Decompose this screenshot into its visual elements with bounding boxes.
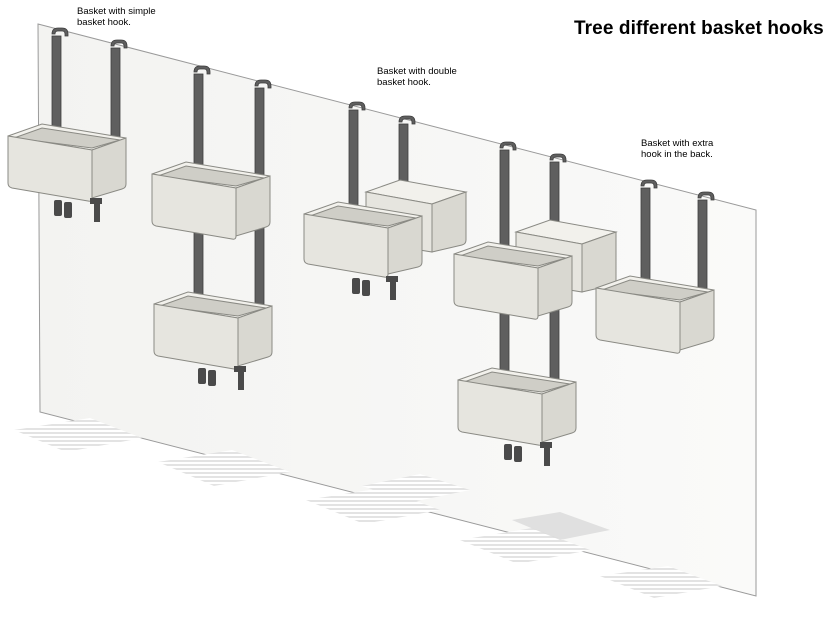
annotation-line: basket hook. xyxy=(377,77,431,88)
basket-lower xyxy=(153,291,273,370)
diagram-title: Tree different basket hooks xyxy=(574,18,824,39)
floor-shadow xyxy=(14,418,142,452)
floor-shadow xyxy=(512,512,610,540)
floor-shadow xyxy=(600,566,722,598)
hook-clip xyxy=(352,276,398,300)
annotation-extra-hook: Basket with extra hook in the back. xyxy=(641,138,771,160)
floor-shadows xyxy=(14,418,722,598)
basket-double-hook xyxy=(151,65,273,390)
hook-clip xyxy=(198,366,246,390)
annotation-double-hook: Basket with double basket hook. xyxy=(377,66,507,88)
basket xyxy=(7,123,127,202)
annotation-simple-hook: Basket with simple basket hook. xyxy=(77,6,207,28)
annotation-line: Basket with extra xyxy=(641,138,714,149)
annotation-line: Basket with simple xyxy=(77,6,156,17)
floor-shadow xyxy=(158,450,290,486)
hook-clip xyxy=(504,442,552,466)
basket-double-side xyxy=(303,101,468,300)
floor-shadow xyxy=(362,474,470,502)
basket-double-stack xyxy=(453,141,618,466)
basket-lower xyxy=(457,367,577,446)
basket-extra-hook xyxy=(595,179,715,354)
hook-clip xyxy=(54,198,102,222)
basket-upper xyxy=(151,161,271,240)
floor-shadow xyxy=(306,488,440,524)
annotation-line: hook in the back. xyxy=(641,149,713,160)
annotation-line: Basket with double xyxy=(377,66,457,77)
annotation-line: basket hook. xyxy=(77,17,131,28)
basket xyxy=(595,275,715,354)
basket-front xyxy=(303,201,423,278)
basket-simple-hook xyxy=(7,27,128,222)
floor-shadow xyxy=(460,528,590,564)
basket-upper xyxy=(453,241,573,320)
